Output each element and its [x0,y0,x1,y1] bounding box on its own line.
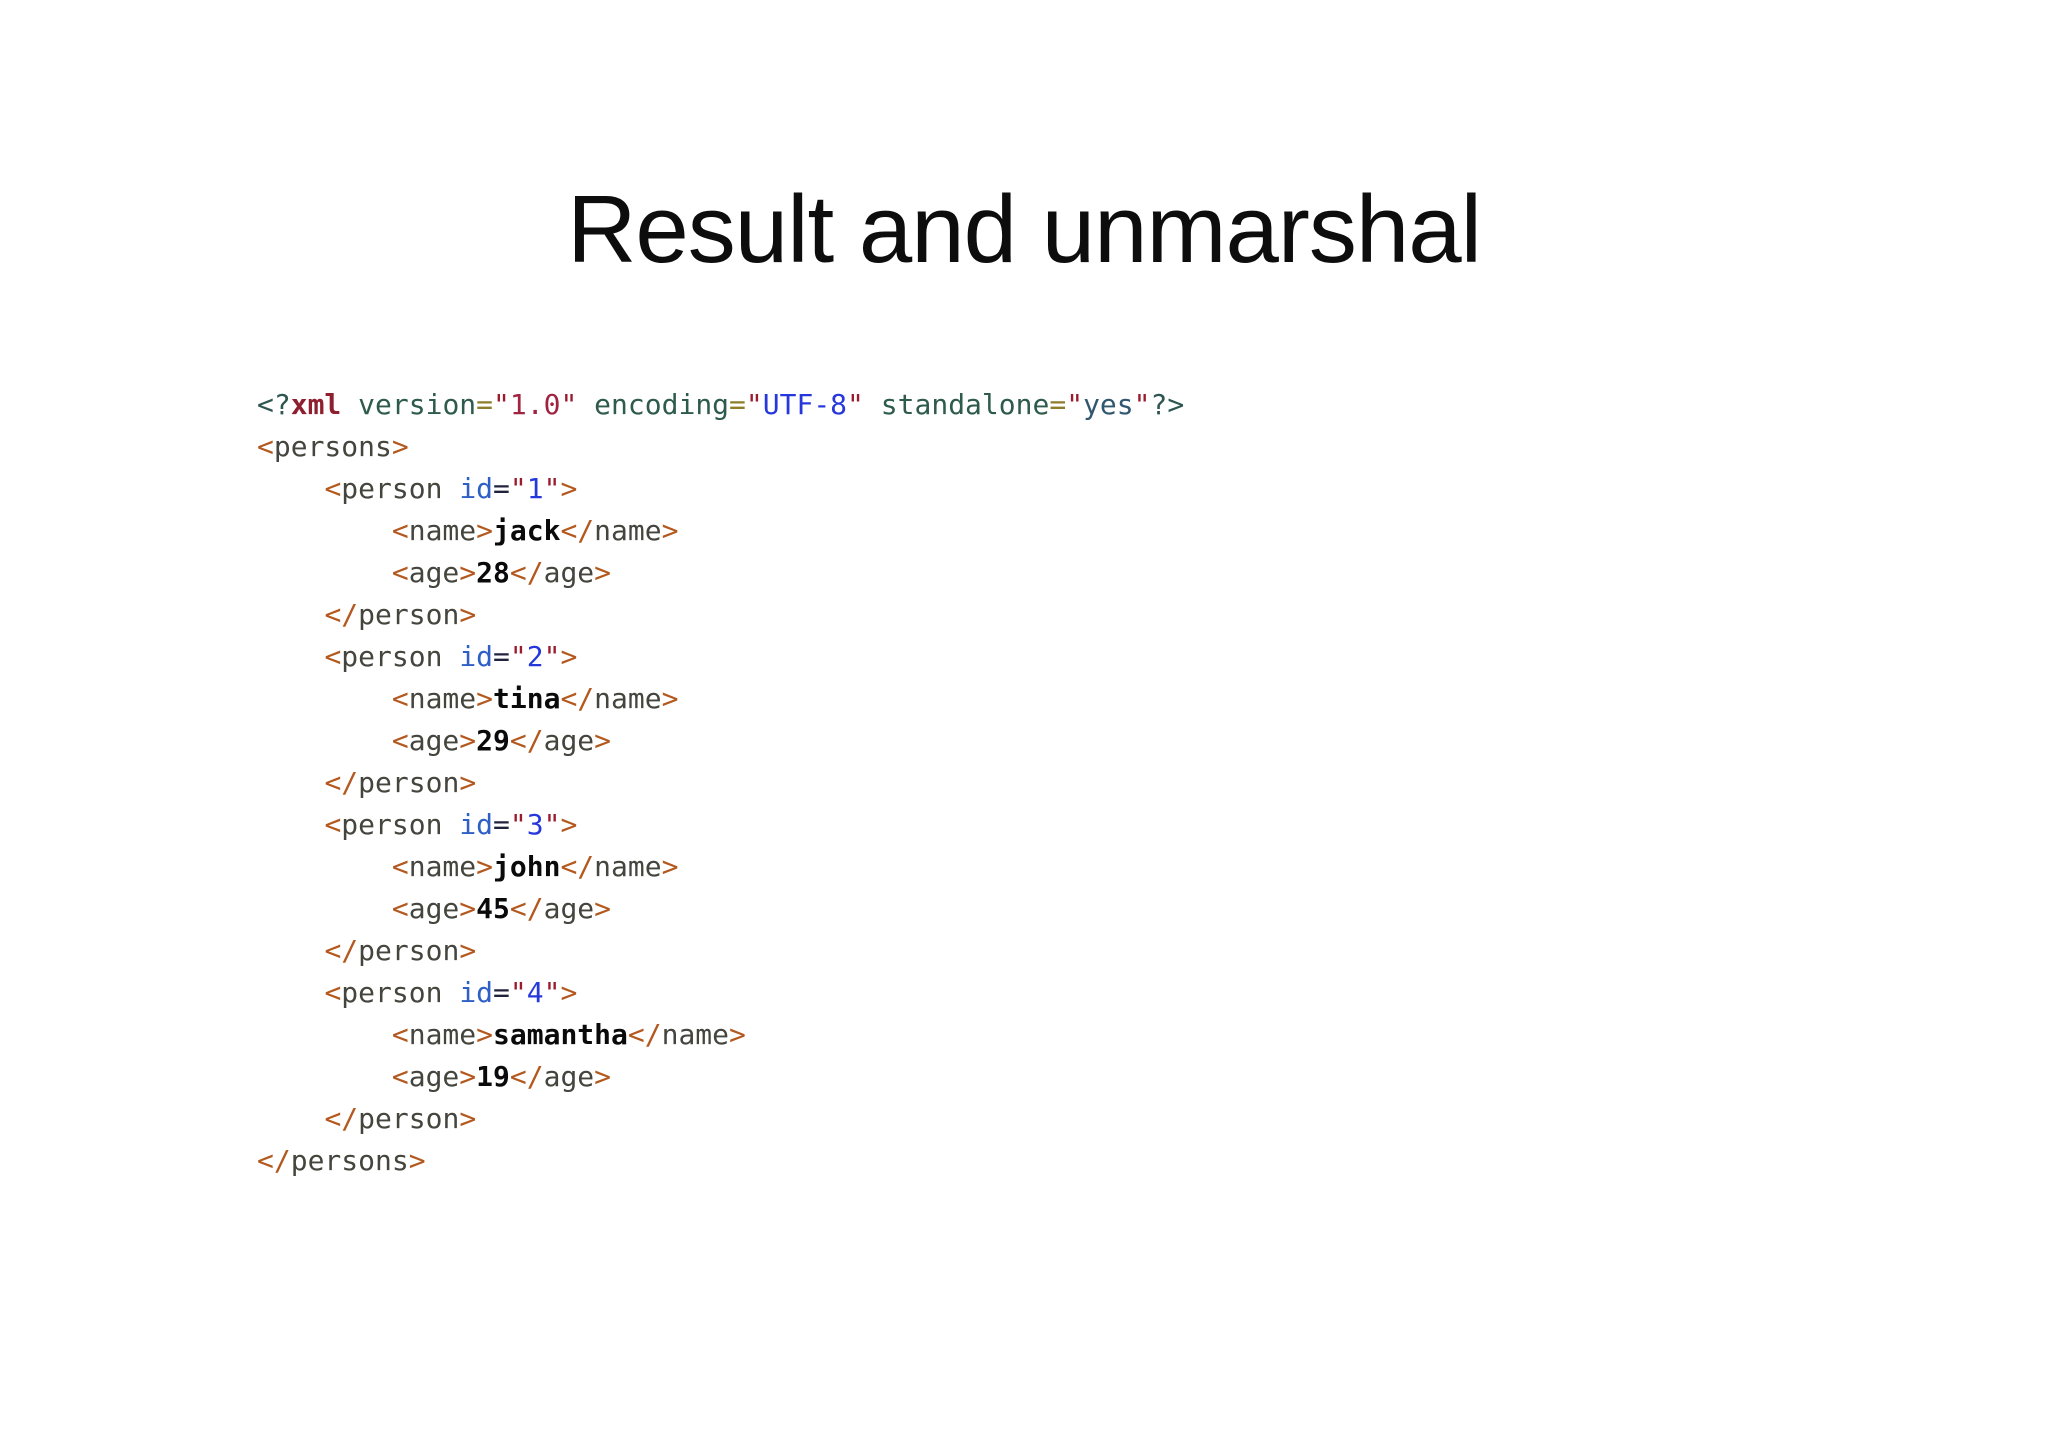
code-line: <name>john</name> [391,850,679,883]
code-line: <age>19</age> [391,1060,612,1093]
code-line: <persons> [257,430,409,463]
code-line: <person id="4"> [324,976,578,1009]
code-line: </person> [324,598,477,631]
code-line: </person> [324,934,477,967]
code-line: <?xml version="1.0" encoding="UTF-8" sta… [257,388,1185,421]
code-line: <person id="1"> [324,472,578,505]
code-line: <person id="3"> [324,808,578,841]
page-title: Result and unmarshal [567,176,1482,283]
code-line: </person> [324,766,477,799]
code-line: </person> [324,1102,477,1135]
code-line: <name>jack</name> [391,514,679,547]
xml-code-block: <?xml version="1.0" encoding="UTF-8" sta… [257,384,1184,1182]
code-line: <age>45</age> [391,892,612,925]
code-line: <age>28</age> [391,556,612,589]
code-line: </persons> [257,1144,426,1177]
code-line: <person id="2"> [324,640,578,673]
code-line: <name>samantha</name> [391,1018,746,1051]
code-line: <age>29</age> [391,724,612,757]
code-line: <name>tina</name> [391,682,679,715]
